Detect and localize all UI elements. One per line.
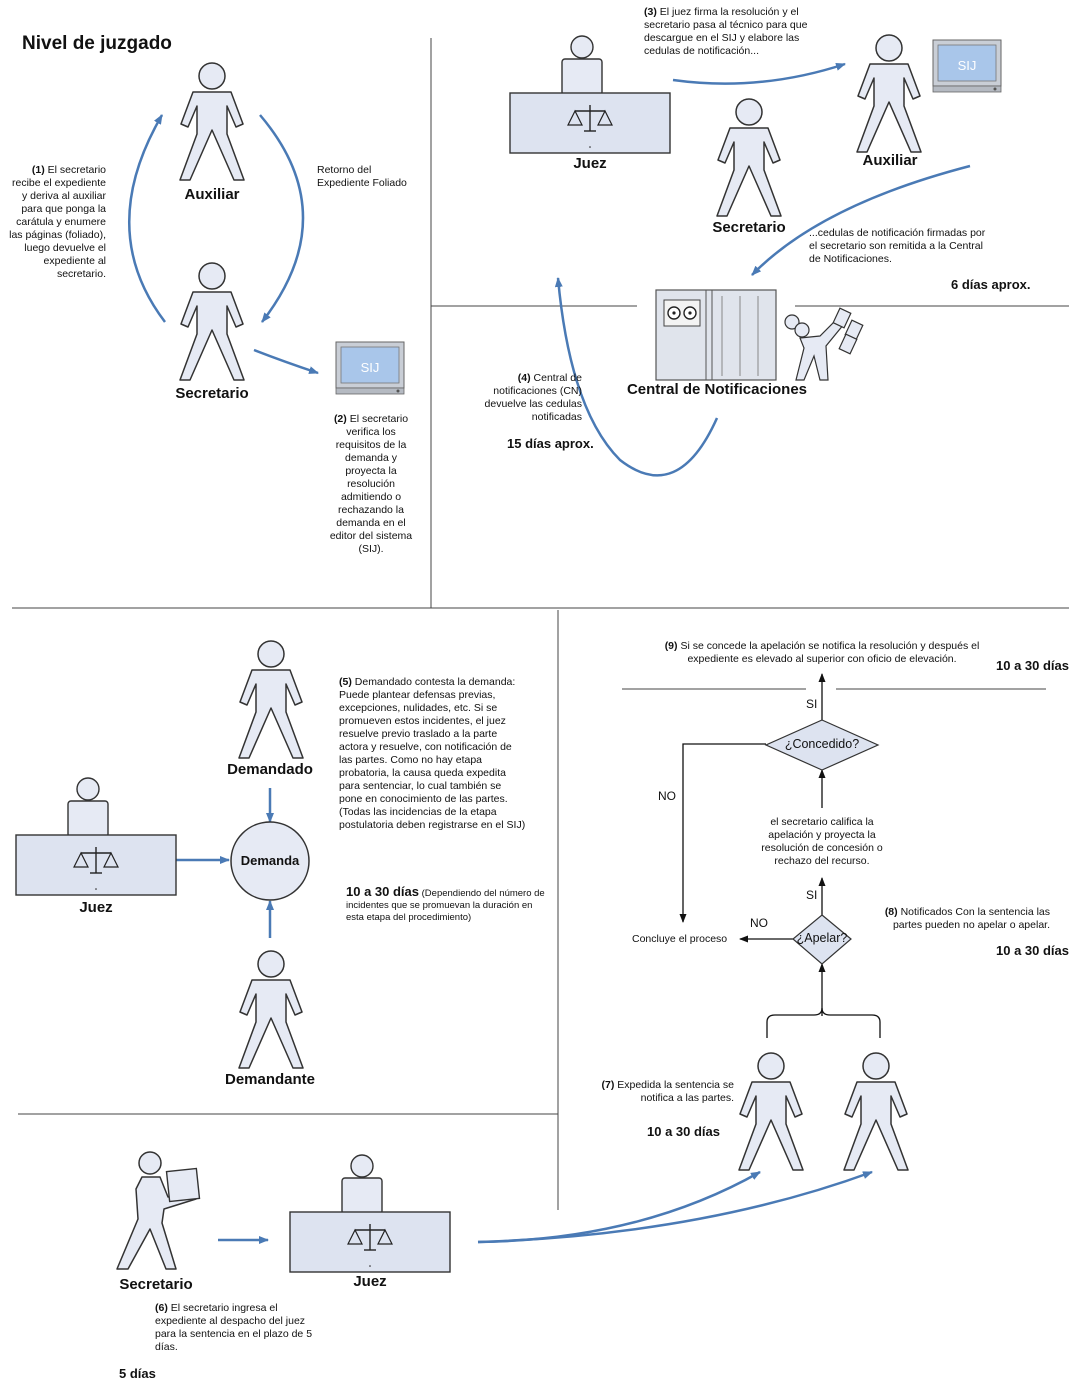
juez-bottom-desk-icon — [289, 1154, 451, 1273]
step-9-text: (9) Si se concede la apelación se notifi… — [650, 640, 994, 666]
label-demanda: Demanda — [240, 853, 300, 868]
label-secretario-bottom: Secretario — [119, 1276, 193, 1293]
secretario-top-right-person-icon — [716, 98, 782, 217]
secretario-person-icon — [179, 262, 245, 381]
step-5-text: (5) Demandado contesta la demanda: Puede… — [339, 676, 527, 832]
sij-monitor-right-icon: SIJ — [932, 39, 1002, 93]
step-4-text: (4) Central de notificaciones (CN) devue… — [466, 372, 582, 424]
label-central: Central de Notificaciones — [626, 381, 808, 398]
label-secretario-top-right: Secretario — [712, 219, 786, 236]
arrow-juez-to-parte-2 — [477, 1170, 873, 1244]
retorno-text: Retorno del Expediente Foliado — [317, 164, 407, 189]
step-7-description: Expedida la sentencia se notifica a las … — [617, 1079, 734, 1104]
duration-15-dias: 15 días aprox. — [507, 436, 594, 451]
step-5-duration: 10 a 30 días (Dependiendo del número de … — [346, 884, 546, 924]
arrow-auxiliar-to-central — [751, 164, 971, 276]
label-demandante: Demandante — [224, 1071, 316, 1088]
step-9-number: (9) — [664, 640, 678, 652]
step-2-description: El secretario verifica los requisitos de… — [329, 413, 413, 555]
step-5-number: (5) — [339, 676, 352, 688]
decision-concedido-shape — [764, 719, 880, 771]
demandado-person-icon — [238, 640, 304, 759]
auxiliar-top-right-person-icon — [856, 34, 922, 153]
juez-middle-desk-icon — [15, 777, 177, 896]
step-6-text: (6) El secretario ingresa el expediente … — [155, 1302, 325, 1354]
demanda-node — [230, 821, 310, 901]
sij-label-left: SIJ — [361, 360, 380, 375]
label-no-left: NO — [658, 789, 676, 803]
step-9-description: Si se concede la apelación se notifica l… — [680, 640, 980, 665]
concluye-text: Concluye el proceso — [632, 933, 728, 945]
sij-monitor-left-icon: SIJ — [335, 341, 405, 395]
duration-5-dias: 5 días — [119, 1366, 156, 1380]
label-auxiliar-top-right: Auxiliar — [862, 152, 918, 169]
section-dividers — [12, 38, 1069, 1210]
parte-2-person-icon — [843, 1052, 909, 1171]
parte-1-person-icon — [738, 1052, 804, 1171]
step-8-text: (8) Notificados Con la sentencia las par… — [870, 906, 1050, 932]
page-title: Nivel de juzgado — [22, 33, 172, 54]
step-6-number: (6) — [155, 1302, 168, 1314]
arrow-central-return — [554, 277, 719, 477]
label-juez-bottom: Juez — [353, 1273, 387, 1290]
step-7-number: (7) — [601, 1079, 615, 1091]
step-5-duration-value: 10 a 30 días — [346, 884, 419, 899]
step-2-number: (2) — [333, 413, 347, 425]
step-3-number: (3) — [644, 6, 657, 18]
label-si-top: SI — [806, 697, 818, 711]
central-notificaciones-icon — [655, 289, 864, 381]
step-5-duration-note: (Dependiendo del número de incidentes qu… — [346, 888, 545, 923]
demandante-person-icon — [238, 950, 304, 1069]
duration-6-dias: 6 días aprox. — [951, 277, 1031, 292]
step-8-number: (8) — [884, 906, 898, 918]
step-6-description: El secretario ingresa el expediente al d… — [155, 1302, 313, 1353]
brace — [766, 1007, 881, 1038]
arrow-auxiliar-to-secretario — [259, 114, 305, 323]
step-4-description: Central de notificaciones (CN) devuelve … — [484, 372, 582, 423]
label-auxiliar: Auxiliar — [184, 186, 240, 203]
sij-label-right: SIJ — [958, 58, 977, 73]
label-secretario: Secretario — [175, 385, 249, 402]
step-3-text: (3) El juez firma la resolución y el sec… — [644, 6, 826, 58]
califica-text: el secretario califica la apelación y pr… — [761, 816, 883, 867]
auxiliar-person-icon — [179, 62, 245, 181]
duration-step-8: 10 a 30 días — [996, 943, 1069, 958]
step-1-number: (1) — [31, 164, 45, 176]
label-juez-middle: Juez — [79, 899, 113, 916]
step-7-text: (7) Expedida la sentencia se notifica a … — [592, 1079, 734, 1105]
arrow-concedido-no — [679, 743, 766, 923]
label-demandado: Demandado — [227, 761, 313, 778]
arrow-secretario-to-auxiliar — [128, 114, 166, 323]
label-juez-top: Juez — [573, 155, 607, 172]
decision-concedido-label: ¿Concedido? — [784, 737, 860, 751]
step-3-description: El juez firma la resolución y el secreta… — [644, 6, 808, 57]
label-no-bottom: NO — [750, 916, 768, 930]
flowchart-lines — [679, 673, 881, 1038]
secretario-carrying-file-icon — [116, 1151, 201, 1270]
label-si-bottom: SI — [806, 888, 818, 902]
step-3b-text: ...cedulas de notificación firmadas por … — [809, 227, 986, 265]
duration-step-9: 10 a 30 días — [996, 658, 1069, 673]
arrow-juez-to-auxiliar — [672, 62, 846, 85]
decision-apelar-label: ¿Apelar? — [796, 931, 848, 945]
step-1-description: El secretario recibe el expediente y der… — [9, 164, 106, 280]
step-4-number: (4) — [517, 372, 531, 384]
step-5-description: Demandado contesta la demanda: Puede pla… — [339, 676, 526, 831]
arrow-secretario-to-sij — [253, 348, 319, 375]
step-8-description: Notificados Con la sentencia las partes … — [892, 906, 1050, 931]
flow-arrows — [128, 62, 971, 1244]
duration-step-7: 10 a 30 días — [647, 1124, 720, 1139]
decision-apelar-shape — [792, 914, 852, 965]
step-2-text: (2) El secretario verifica los requisito… — [324, 413, 418, 556]
step-1-text: (1) El secretario recibe el expediente y… — [4, 164, 106, 281]
